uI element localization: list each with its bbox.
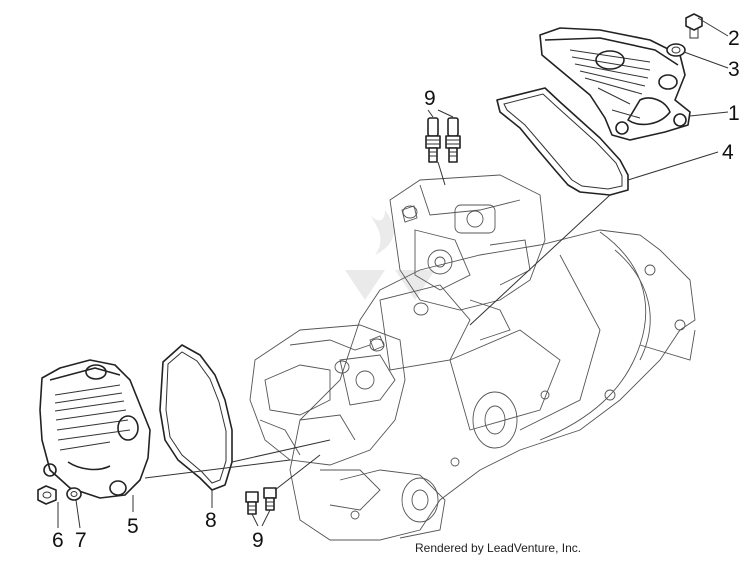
washer-part-7 bbox=[66, 487, 82, 501]
bolt-part-2 bbox=[685, 13, 703, 39]
front-valve-cover bbox=[39, 359, 151, 499]
callout-7: 7 bbox=[75, 529, 87, 552]
leader-lines bbox=[57, 17, 729, 529]
callout-6: 6 bbox=[52, 529, 64, 552]
credit-text: Rendered by LeadVenture, Inc. bbox=[415, 541, 582, 555]
spark-plugs-upper bbox=[425, 117, 461, 163]
watermark bbox=[345, 210, 435, 300]
spark-plugs-lower bbox=[245, 487, 277, 515]
callout-5: 5 bbox=[127, 515, 139, 538]
rear-valve-cover bbox=[539, 27, 691, 141]
callout-9-upper: 9 bbox=[424, 87, 436, 110]
engine-block bbox=[249, 174, 696, 541]
washer-part-3 bbox=[666, 43, 686, 57]
callout-2: 2 bbox=[728, 27, 740, 50]
bolt-part-6 bbox=[37, 485, 57, 505]
callout-1: 1 bbox=[728, 102, 740, 125]
rear-gasket bbox=[496, 87, 629, 196]
callout-9-lower: 9 bbox=[252, 529, 264, 552]
callout-4: 4 bbox=[722, 141, 734, 164]
callout-8: 8 bbox=[205, 509, 217, 532]
front-gasket bbox=[159, 344, 233, 491]
callout-3: 3 bbox=[728, 58, 740, 81]
